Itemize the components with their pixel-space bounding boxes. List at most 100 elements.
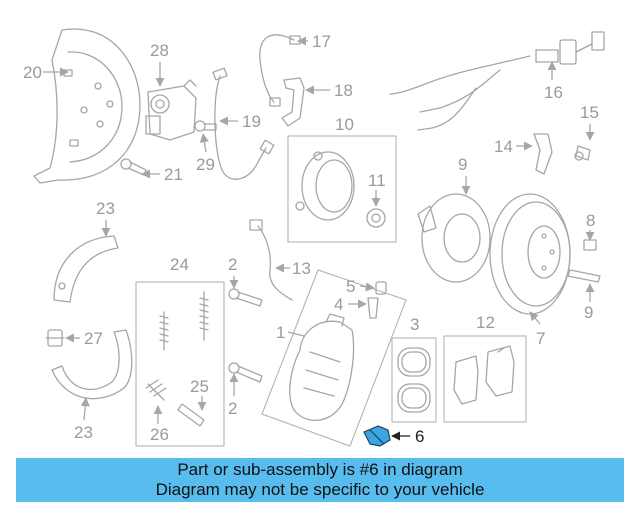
callout-17: 16 xyxy=(544,61,563,102)
svg-text:10: 10 xyxy=(335,115,354,134)
callout-23-upper: 23 xyxy=(96,199,115,237)
speed-sensor-15-drawing xyxy=(533,133,553,175)
nut-12-drawing xyxy=(366,208,386,228)
svg-text:21: 21 xyxy=(164,165,183,184)
parts-diagram: 20 28 29 21 19 xyxy=(23,28,605,447)
callout-26: 26 xyxy=(150,405,169,444)
callout-27: 27 xyxy=(65,329,103,348)
svg-text:12: 12 xyxy=(476,313,495,332)
brake-shoe-upper-drawing xyxy=(53,235,119,303)
callout-15: 14 xyxy=(494,137,533,156)
svg-text:20: 20 xyxy=(23,63,42,82)
svg-text:9: 9 xyxy=(584,303,593,322)
callout-10: 9 xyxy=(458,155,471,195)
svg-text:23: 23 xyxy=(96,199,115,218)
svg-text:3: 3 xyxy=(410,315,419,334)
wear-sensor-14-drawing xyxy=(249,219,293,301)
brake-hose-18-drawing xyxy=(259,34,301,107)
svg-text:18: 18 xyxy=(334,81,353,100)
brake-line-20-drawing xyxy=(212,67,275,180)
banner-line-part: Part or sub-assembly is #6 in diagram xyxy=(177,460,463,479)
adjuster-27-drawing xyxy=(45,329,65,347)
svg-text:5: 5 xyxy=(346,277,355,296)
hub-carrier-11-drawing xyxy=(295,151,355,221)
callout-18: 17 xyxy=(297,32,331,51)
bolt-29-drawing xyxy=(194,120,217,132)
svg-text:24: 24 xyxy=(170,255,189,274)
brake-shoe-lower-drawing xyxy=(51,329,133,400)
callout-9: 9 xyxy=(584,283,595,322)
wear-sensor-17-drawing xyxy=(389,31,605,131)
bracket-19-drawing xyxy=(281,77,305,127)
callout-2-upper: 2 xyxy=(228,255,239,289)
screw-8-drawing xyxy=(583,239,597,251)
svg-text:9: 9 xyxy=(458,155,467,174)
callout-4: 4 xyxy=(334,295,367,314)
svg-text:23: 23 xyxy=(74,423,93,442)
callout-11: 10 xyxy=(335,115,354,134)
svg-text:1: 1 xyxy=(276,323,285,342)
wheel-hub-10-drawing xyxy=(417,193,491,283)
bleeder-screw-4-drawing xyxy=(367,297,379,319)
callout-24: 24 xyxy=(170,255,189,274)
svg-text:25: 25 xyxy=(190,377,209,396)
svg-text:7: 7 xyxy=(536,329,545,348)
callout-8: 8 xyxy=(585,211,595,241)
bolt-2-upper-drawing xyxy=(228,288,263,307)
svg-text:27: 27 xyxy=(84,329,103,348)
svg-text:17: 17 xyxy=(312,32,331,51)
svg-text:29: 29 xyxy=(196,155,215,174)
banner-line-disclaimer: Diagram may not be specific to your vehi… xyxy=(155,480,485,499)
svg-text:2: 2 xyxy=(228,255,237,274)
group-box-3 xyxy=(391,337,437,423)
svg-text:2: 2 xyxy=(228,399,237,418)
svg-text:19: 19 xyxy=(242,112,261,131)
callout-23-lower: 23 xyxy=(74,397,93,442)
callout-29: 29 xyxy=(196,133,215,174)
group-box-24 xyxy=(135,281,225,447)
callout-22: 21 xyxy=(141,165,183,184)
callout-3: 3 xyxy=(410,315,419,334)
bolt-16-drawing xyxy=(574,145,591,161)
svg-text:16: 16 xyxy=(544,83,563,102)
svg-text:11: 11 xyxy=(368,171,386,190)
parking-brake-module-drawing xyxy=(145,79,197,141)
brake-pads-13-drawing xyxy=(453,345,515,405)
group-box-13 xyxy=(443,335,527,423)
bleeder-cap-5-drawing xyxy=(375,281,387,295)
spring-set-24-drawing xyxy=(145,291,209,427)
seal-kit-3-drawing xyxy=(397,347,431,413)
callout-20: 19 xyxy=(219,112,261,131)
stud-9-drawing xyxy=(567,269,601,283)
info-banner: Part or sub-assembly is #6 in diagram Di… xyxy=(16,458,624,502)
brake-rotor-7-drawing xyxy=(489,193,571,315)
svg-text:8: 8 xyxy=(586,211,595,230)
callout-25: 25 xyxy=(190,377,209,411)
callout-6-label[interactable]: 6 xyxy=(415,427,424,446)
svg-text:13: 13 xyxy=(292,259,311,278)
callout-1: 1 xyxy=(276,323,305,342)
bolt-2-lower-drawing xyxy=(228,362,263,383)
group-box-1 xyxy=(261,269,407,447)
svg-text:28: 28 xyxy=(150,41,169,60)
callout-5: 5 xyxy=(346,277,375,296)
bolt-22-drawing xyxy=(120,158,147,176)
callout-14: 13 xyxy=(275,259,311,278)
callout-28: 28 xyxy=(150,41,169,87)
callout-7: 7 xyxy=(529,311,545,348)
group-box-11 xyxy=(287,135,397,243)
svg-text:26: 26 xyxy=(150,425,169,444)
svg-text:14: 14 xyxy=(494,137,513,156)
part-6-drawing[interactable] xyxy=(363,425,391,447)
callout-21: 20 xyxy=(23,63,69,82)
svg-text:4: 4 xyxy=(334,295,343,314)
svg-text:15: 15 xyxy=(580,103,599,122)
callout-13: 12 xyxy=(476,313,495,332)
callout-16: 15 xyxy=(580,103,599,141)
dust-shield-drawing xyxy=(33,28,141,184)
callout-12: 11 xyxy=(368,171,386,207)
callout-19: 18 xyxy=(305,81,353,100)
callout-2-lower: 2 xyxy=(228,373,239,418)
caliper-1-drawing xyxy=(289,313,355,421)
part-6-highlight[interactable]: 6 xyxy=(363,425,424,447)
